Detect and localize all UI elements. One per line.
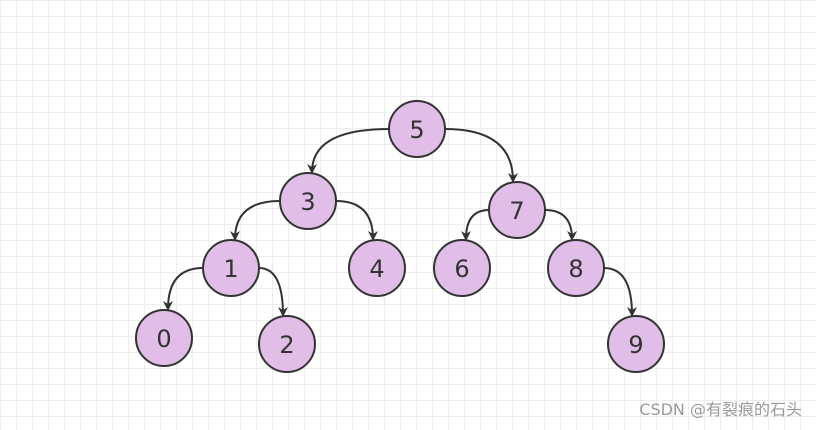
node-circle-6	[433, 239, 491, 297]
nodes-layer: 5 3 7 1 4 6 8 0 2 9	[135, 100, 665, 373]
node-circle-3	[279, 172, 337, 230]
tree-node-2: 2	[258, 315, 316, 373]
node-label-2: 2	[279, 331, 294, 359]
node-label-7: 7	[509, 197, 524, 225]
node-label-9: 9	[628, 331, 643, 359]
node-label-6: 6	[454, 255, 469, 283]
node-label-5: 5	[409, 116, 424, 144]
node-circle-1	[202, 239, 260, 297]
node-label-4: 4	[369, 255, 384, 283]
node-circle-9	[607, 315, 665, 373]
tree-node-4: 4	[348, 239, 406, 297]
tree-node-3: 3	[279, 172, 337, 230]
edges-layer	[163, 128, 637, 317]
tree-node-8: 8	[547, 239, 605, 297]
edge-5-to-3	[307, 128, 390, 174]
tree-node-7: 7	[488, 181, 546, 239]
node-circle-2	[258, 315, 316, 373]
node-label-1: 1	[223, 255, 238, 283]
edge-7-to-8	[544, 209, 577, 241]
tree-node-5: 5	[388, 100, 446, 158]
node-circle-8	[547, 239, 605, 297]
edge-1-to-0	[163, 267, 204, 311]
node-label-3: 3	[300, 188, 315, 216]
edge-7-to-6	[461, 209, 490, 241]
edge-3-to-1	[230, 200, 281, 241]
edge-1-to-2	[258, 267, 288, 317]
node-label-8: 8	[568, 255, 583, 283]
edge-8-to-9	[603, 267, 637, 317]
edge-3-to-4	[335, 200, 378, 241]
edge-5-to-7	[444, 128, 518, 183]
node-circle-5	[388, 100, 446, 158]
tree-node-9: 9	[607, 315, 665, 373]
node-circle-4	[348, 239, 406, 297]
tree-node-1: 1	[202, 239, 260, 297]
watermark-text: CSDN @有裂痕的石头	[639, 400, 802, 419]
tree-node-0: 0	[135, 309, 193, 367]
node-label-0: 0	[156, 325, 171, 353]
node-circle-7	[488, 181, 546, 239]
node-circle-0	[135, 309, 193, 367]
tree-node-6: 6	[433, 239, 491, 297]
